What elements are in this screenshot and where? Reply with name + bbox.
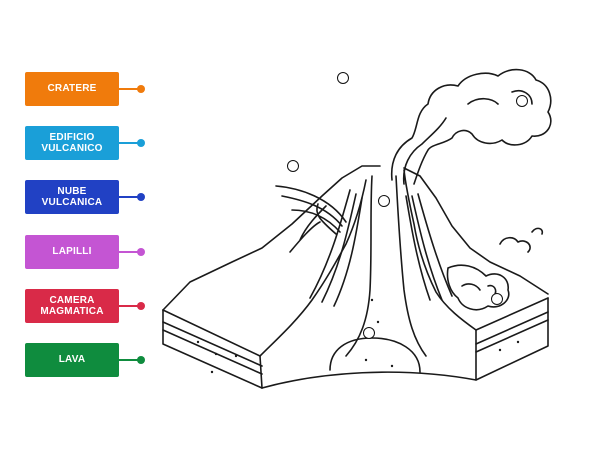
block-front-left [162, 309, 263, 389]
connector-dot[interactable] [137, 248, 145, 256]
connector-line [119, 305, 139, 307]
connector-dot[interactable] [137, 302, 145, 310]
volcano-cone-right [403, 167, 549, 295]
label-camera-magmatica[interactable]: CAMERA MAGMATICA [25, 289, 119, 323]
connector-dot[interactable] [137, 85, 145, 93]
cloud-inner [402, 89, 533, 185]
section-right-outline [403, 169, 477, 331]
volcano-cross-section-drawing [162, 68, 552, 389]
strata [162, 311, 549, 375]
label-list: CRATERE EDIFICIO VULCANICO NUBE VULCANIC… [0, 0, 160, 450]
connector-dot[interactable] [137, 139, 145, 147]
target-point[interactable] [337, 72, 349, 84]
lapilli-trails [275, 185, 347, 235]
connector-line [119, 196, 139, 198]
section-left-outline [259, 179, 367, 357]
target-point[interactable] [363, 327, 375, 339]
label-item-cratere[interactable]: CRATERE [25, 72, 150, 106]
block-top-left [162, 309, 261, 357]
connector-line [119, 359, 139, 361]
smoke-puff [499, 227, 544, 253]
target-point[interactable] [378, 195, 390, 207]
label-item-edificio-vulcanico[interactable]: EDIFICIO VULCANICO [25, 126, 150, 160]
lava-flow-inner [461, 283, 497, 297]
label-nube-vulcanica[interactable]: NUBE VULCANICA [25, 180, 119, 214]
lava-flow [446, 264, 510, 311]
label-item-nube-vulcanica[interactable]: NUBE VULCANICA [25, 180, 150, 214]
layers-right [405, 193, 453, 301]
magma-chamber [329, 337, 421, 373]
target-point[interactable] [491, 293, 503, 305]
layers-left [309, 189, 363, 307]
connector-dot[interactable] [137, 193, 145, 201]
connector-line [119, 88, 139, 90]
connector-line [119, 251, 139, 253]
block-bottom-curve [261, 371, 477, 389]
label-item-lapilli[interactable]: LAPILLI [25, 235, 150, 269]
label-item-lava[interactable]: LAVA [25, 343, 150, 377]
block-front-right [475, 297, 549, 381]
volcano-cone-left [162, 165, 381, 311]
lava-streaks [289, 205, 327, 253]
label-edificio-vulcanico[interactable]: EDIFICIO VULCANICO [25, 126, 119, 160]
target-point[interactable] [516, 95, 528, 107]
connector-line [119, 142, 139, 144]
conduit [345, 175, 427, 357]
label-item-camera-magmatica[interactable]: CAMERA MAGMATICA [25, 289, 150, 323]
label-cratere[interactable]: CRATERE [25, 72, 119, 106]
label-lava[interactable]: LAVA [25, 343, 119, 377]
block-edge-left [259, 355, 263, 389]
label-lapilli[interactable]: LAPILLI [25, 235, 119, 269]
ground-dots [196, 298, 520, 374]
volcanic-cloud [390, 68, 552, 185]
connector-dot[interactable] [137, 356, 145, 364]
target-point[interactable] [287, 160, 299, 172]
block-top-right [475, 297, 549, 331]
